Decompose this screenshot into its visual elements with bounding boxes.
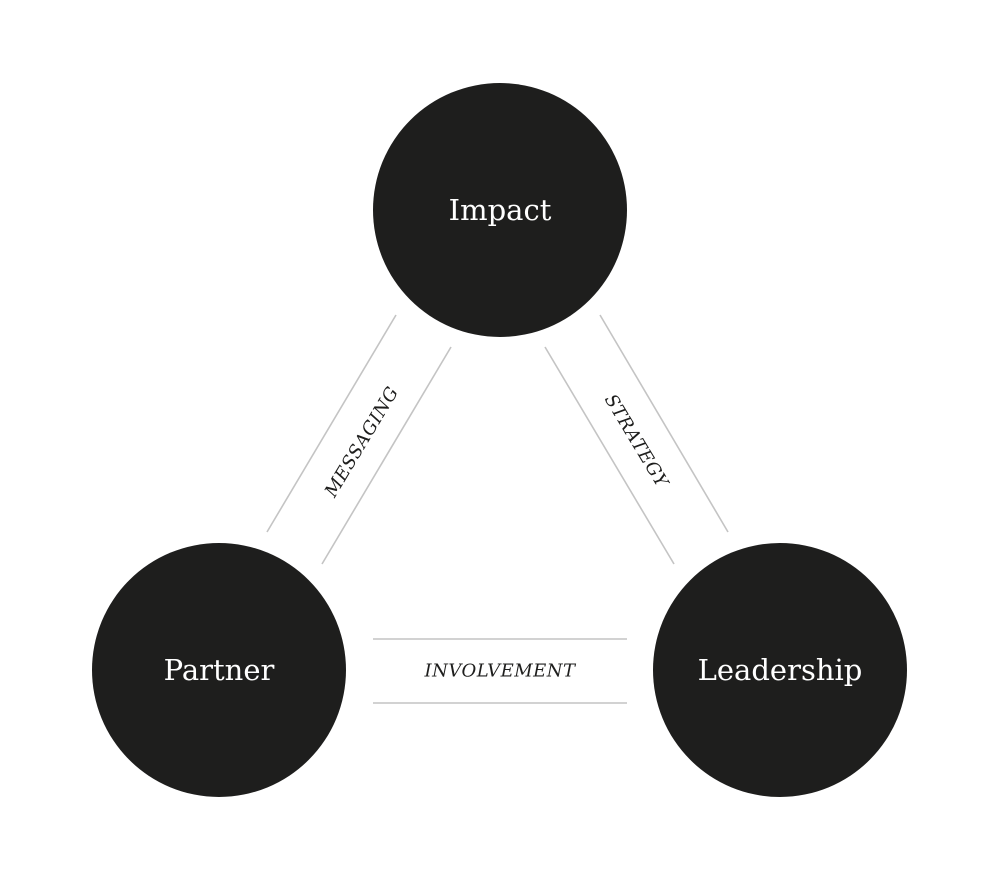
involvement-label: INVOLVEMENT [423,661,577,682]
messaging-inner-line [321,346,452,565]
partner-circle [92,543,346,797]
messaging-outer-line [266,314,397,533]
partner-label: Partner [164,653,275,687]
node-leadership: Leadership [653,543,907,797]
strategy-label: STRATEGY [600,391,673,493]
strategy-outer-line [599,314,729,533]
node-partner: Partner [92,543,346,797]
leadership-circle [653,543,907,797]
edge-messaging: MESSAGING [266,314,452,565]
edge-strategy: STRATEGY [544,314,729,565]
edge-involvement: INVOLVEMENT [373,638,627,704]
impact-label: Impact [449,193,552,227]
leadership-label: Leadership [698,653,863,687]
node-impact: Impact [373,83,627,337]
impact-circle [373,83,627,337]
strategy-inner-line [544,346,675,565]
messaging-label: MESSAGING [320,383,403,502]
